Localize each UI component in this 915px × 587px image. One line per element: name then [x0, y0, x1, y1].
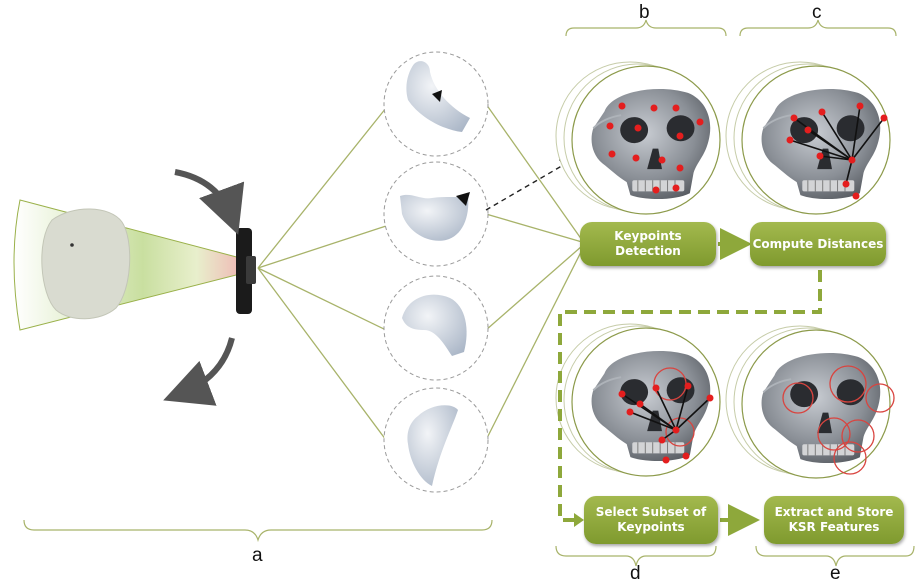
compute-distances-step: Compute Distances	[750, 222, 886, 266]
label-b: b	[639, 2, 650, 24]
select-subset-label-line1: Select Subset of	[596, 505, 707, 520]
label-e: e	[830, 563, 841, 585]
label-d: d	[630, 563, 641, 585]
fragment-to-skull-arrow	[486, 160, 572, 210]
skull-icon	[42, 209, 130, 319]
skull-fragment-icon	[384, 276, 488, 380]
label-c: c	[812, 2, 822, 24]
label-a: a	[252, 545, 263, 567]
skull-stack-b	[556, 62, 720, 214]
depth-camera-icon	[236, 228, 256, 314]
arrowhead-shape	[574, 513, 584, 527]
compute-distances-label: Compute Distances	[753, 237, 884, 252]
keypoints-detection-step: Keypoints Detection	[580, 222, 716, 266]
skull-stack-c	[726, 62, 890, 214]
select-subset-label-line2: Keypoints	[617, 520, 684, 535]
skull-fragment-icon	[384, 388, 488, 492]
skull-fragment-icon	[384, 162, 488, 266]
rotate-arrow-icon	[175, 172, 232, 218]
skull-stack-e	[726, 326, 894, 478]
extract-store-label-line1: Extract and Store	[775, 505, 894, 520]
extract-store-label-line2: KSR Features	[789, 520, 880, 535]
select-subset-step: Select Subset of Keypoints	[584, 496, 718, 544]
rotate-arrow-icon	[180, 338, 232, 394]
camera-fragment-lines	[258, 108, 386, 440]
keypoints-detection-label: Keypoints Detection	[580, 229, 716, 259]
skull-stack-d	[556, 324, 720, 476]
extract-store-step: Extract and Store KSR Features	[764, 496, 904, 544]
skull-fragment-icon	[384, 52, 488, 156]
